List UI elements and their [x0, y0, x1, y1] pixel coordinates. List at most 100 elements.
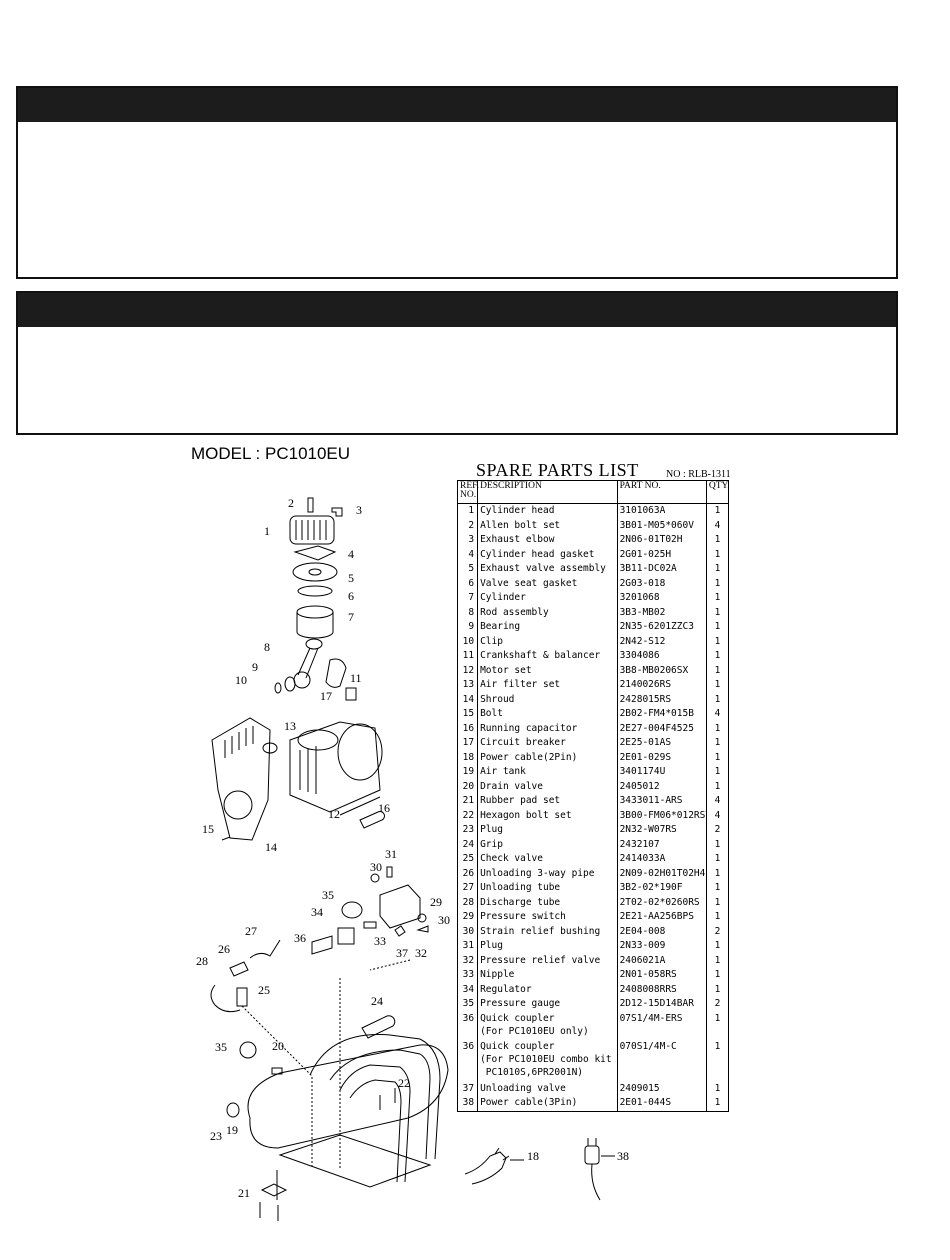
- cell-desc: Air filter set: [477, 678, 618, 693]
- cell-qty: 1: [705, 721, 730, 736]
- exploded-diagram: 2 3 1 4 5 6 7 8 9 10 11 12 13 14 15 16 1…: [196, 496, 450, 1221]
- cell-part: 2B02-FM4*015B: [616, 707, 707, 722]
- cell-ref: 6: [456, 576, 479, 591]
- callout-2: 2: [288, 496, 294, 510]
- cell-part: 2408008RRS: [616, 982, 707, 997]
- cell-desc: Check valve: [477, 852, 618, 867]
- cell-qty: 1: [705, 953, 730, 968]
- cell-ref: 21: [456, 794, 479, 809]
- cell-part: 2E21-AA256BPS: [616, 910, 707, 925]
- header-qty: QTY.: [705, 480, 730, 504]
- callout-6: 6: [348, 589, 354, 603]
- cell-part: 2N01-058RS: [616, 968, 707, 983]
- cell-part: 2E01-044S: [616, 1096, 707, 1112]
- cell-desc: Nipple: [477, 968, 618, 983]
- cell-desc: Shroud: [477, 692, 618, 707]
- cell-part: 2140026RS: [616, 678, 707, 693]
- cell-part: 2G01-025H: [616, 547, 707, 562]
- cell-ref: 18: [456, 750, 479, 765]
- cell-qty: 1: [705, 881, 730, 896]
- callout-19: 19: [226, 1123, 238, 1137]
- cell-ref: 28: [456, 895, 479, 910]
- fittings-group: [210, 866, 429, 1168]
- cell-part: 2E04-008: [616, 924, 707, 939]
- callout-35a: 35: [322, 888, 334, 902]
- cell-desc: Motor set: [477, 663, 618, 678]
- cell-qty: 1: [705, 1039, 730, 1082]
- callout-30a: 30: [370, 860, 382, 874]
- cell-qty: 1: [705, 866, 730, 881]
- header-description: DESCRIPTION: [477, 480, 618, 504]
- callout-21: 21: [238, 1186, 250, 1200]
- cell-desc: Bearing: [477, 620, 618, 635]
- cell-qty: 4: [705, 794, 730, 809]
- cell-desc: Unloading 3-way pipe: [477, 866, 618, 881]
- callout-30b: 30: [438, 913, 450, 927]
- cell-part: 2G03-018: [616, 576, 707, 591]
- cell-ref: 4: [456, 547, 479, 562]
- cell-qty: 2: [705, 997, 730, 1012]
- cell-ref: 1: [456, 503, 479, 519]
- cell-qty: 1: [705, 591, 730, 606]
- compressor-head-group: [274, 497, 357, 701]
- cell-desc: Drain valve: [477, 779, 618, 794]
- cell-ref: 19: [456, 765, 479, 780]
- cell-qty: 1: [705, 503, 730, 519]
- cell-ref: 9: [456, 620, 479, 635]
- callout-24: 24: [371, 994, 383, 1008]
- cell-qty: 1: [705, 982, 730, 997]
- cell-qty: 1: [705, 852, 730, 867]
- cell-part: 3433011-ARS: [616, 794, 707, 809]
- cell-desc: Regulator: [477, 982, 618, 997]
- motor-group: [211, 717, 385, 841]
- callout-20: 20: [272, 1039, 284, 1053]
- cell-ref: 12: [456, 663, 479, 678]
- cell-ref: 17: [456, 736, 479, 751]
- cell-qty: 2: [705, 924, 730, 939]
- cell-qty: 2: [705, 823, 730, 838]
- cell-desc: Cylinder head: [477, 503, 618, 519]
- cell-desc: Valve seat gasket: [477, 576, 618, 591]
- callout-25: 25: [258, 983, 270, 997]
- cell-part: 3B2-02*190F: [616, 881, 707, 896]
- cell-desc: Discharge tube: [477, 895, 618, 910]
- cell-qty: 1: [705, 1081, 730, 1096]
- callout-29: 29: [430, 895, 442, 909]
- cell-desc: Pressure gauge: [477, 997, 618, 1012]
- cell-qty: 1: [705, 779, 730, 794]
- cell-qty: 1: [705, 837, 730, 852]
- callout-17: 17: [320, 689, 332, 703]
- cell-ref: 13: [456, 678, 479, 693]
- power-cable-plugs: 18 38: [464, 1138, 629, 1201]
- cell-part: 07S1/4M-ERS: [616, 1011, 707, 1040]
- callout-7: 7: [348, 610, 354, 624]
- callout-35b: 35: [215, 1040, 227, 1054]
- cell-desc: Crankshaft & balancer: [477, 649, 618, 664]
- cell-ref: 16: [456, 721, 479, 736]
- callout-23: 23: [210, 1129, 222, 1143]
- cell-ref: 20: [456, 779, 479, 794]
- cell-qty: 1: [705, 649, 730, 664]
- plug-label-38: 38: [617, 1149, 629, 1163]
- plug-2pin-icon: [464, 1147, 524, 1185]
- callout-8: 8: [264, 640, 270, 654]
- notice-box-bottom: [16, 291, 898, 435]
- callout-33: 33: [374, 934, 386, 948]
- cell-part: 2N09-02H01T02H4: [616, 866, 707, 881]
